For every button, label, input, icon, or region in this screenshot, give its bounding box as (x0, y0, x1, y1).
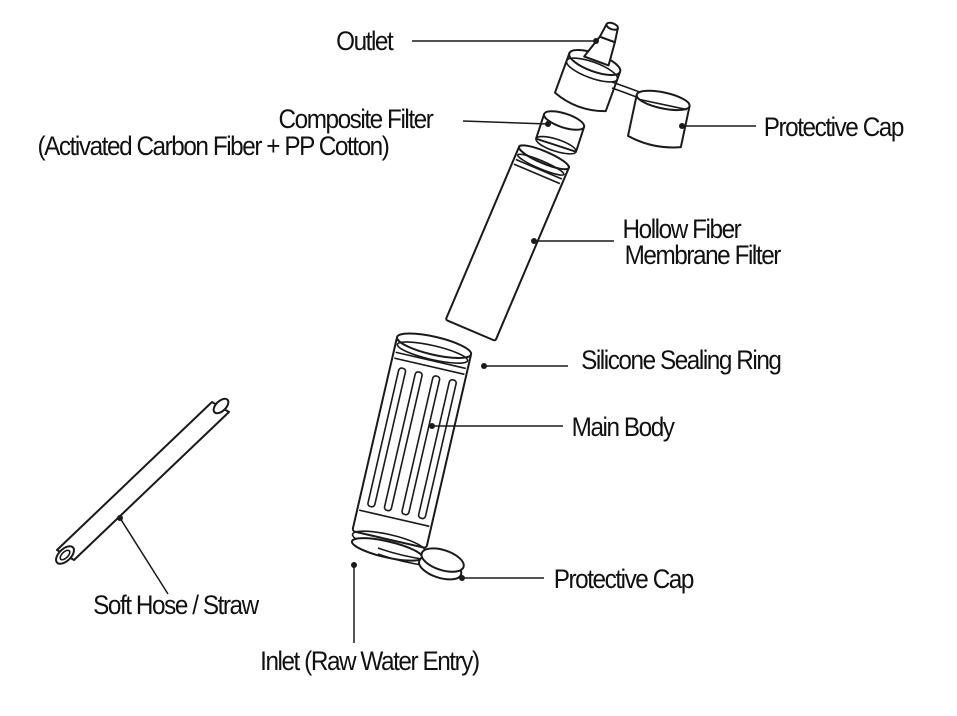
main-body-drawing (350, 332, 473, 562)
leader-lines (117, 38, 756, 643)
outlet-drawing (553, 21, 622, 113)
top-protective-cap-label: Protective Cap (763, 112, 905, 142)
bottom-protective-cap-drawing (377, 547, 465, 581)
main-body-label: Main Body (571, 412, 675, 442)
soft-hose-drawing (55, 397, 230, 565)
silicone-ring-label: Silicone Sealing Ring (581, 345, 782, 375)
composite-filter-label: Composite Filter (278, 104, 434, 134)
hollow-fiber-filter-drawing (445, 144, 570, 342)
bottom-protective-cap-label: Protective Cap (553, 564, 695, 594)
inlet-label: Inlet (Raw Water Entry) (260, 646, 480, 676)
outlet-label: Outlet (336, 26, 394, 56)
hollow-fiber-sublabel: Membrane Filter (624, 240, 782, 270)
hollow-fiber-label: Hollow Fiber (622, 214, 742, 244)
composite-filter-sublabel: (Activated Carbon Fiber + PP Cotton) (37, 131, 389, 161)
top-protective-cap-drawing (611, 81, 691, 149)
soft-hose-label: Soft Hose / Straw (93, 590, 259, 620)
